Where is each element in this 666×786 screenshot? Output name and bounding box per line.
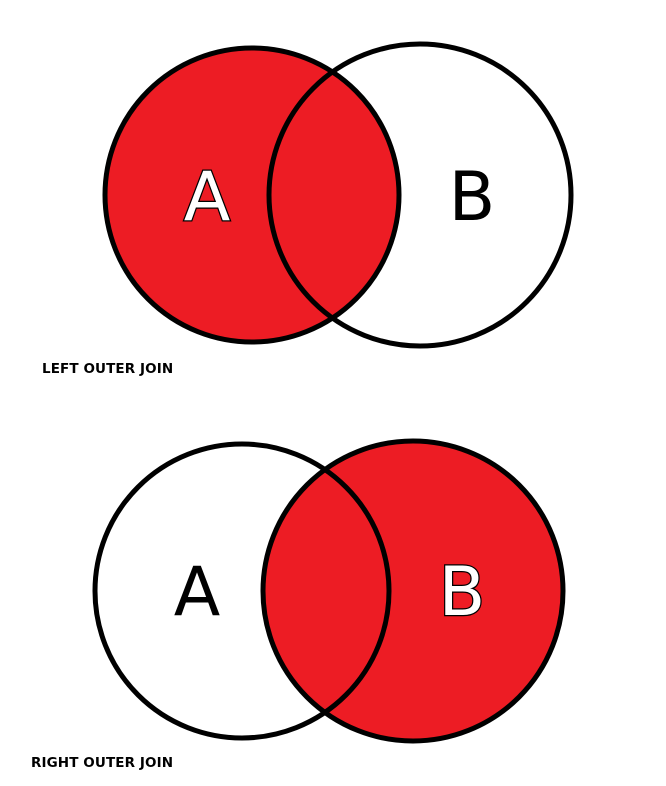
- right-outer-join-caption: RIGHT OUTER JOIN: [31, 755, 174, 771]
- set-a-outline: [102, 45, 402, 345]
- left-join-venn: A B: [102, 41, 574, 349]
- set-b-label: B: [449, 158, 496, 237]
- set-a-outline: [92, 441, 392, 741]
- set-a-label: A: [184, 158, 231, 237]
- set-a-circle-filled: [105, 48, 399, 342]
- left-outer-join-diagram: A B: [0, 30, 666, 360]
- set-a-label: A: [174, 553, 221, 632]
- right-outer-join-diagram: A B: [0, 428, 666, 758]
- set-b-outline: [260, 438, 566, 744]
- left-outer-join-caption: LEFT OUTER JOIN: [42, 361, 174, 377]
- set-b-outline: [266, 41, 574, 349]
- set-b-circle-filled: [263, 441, 563, 741]
- set-b-label: B: [439, 553, 486, 632]
- right-join-venn: A B: [92, 438, 566, 744]
